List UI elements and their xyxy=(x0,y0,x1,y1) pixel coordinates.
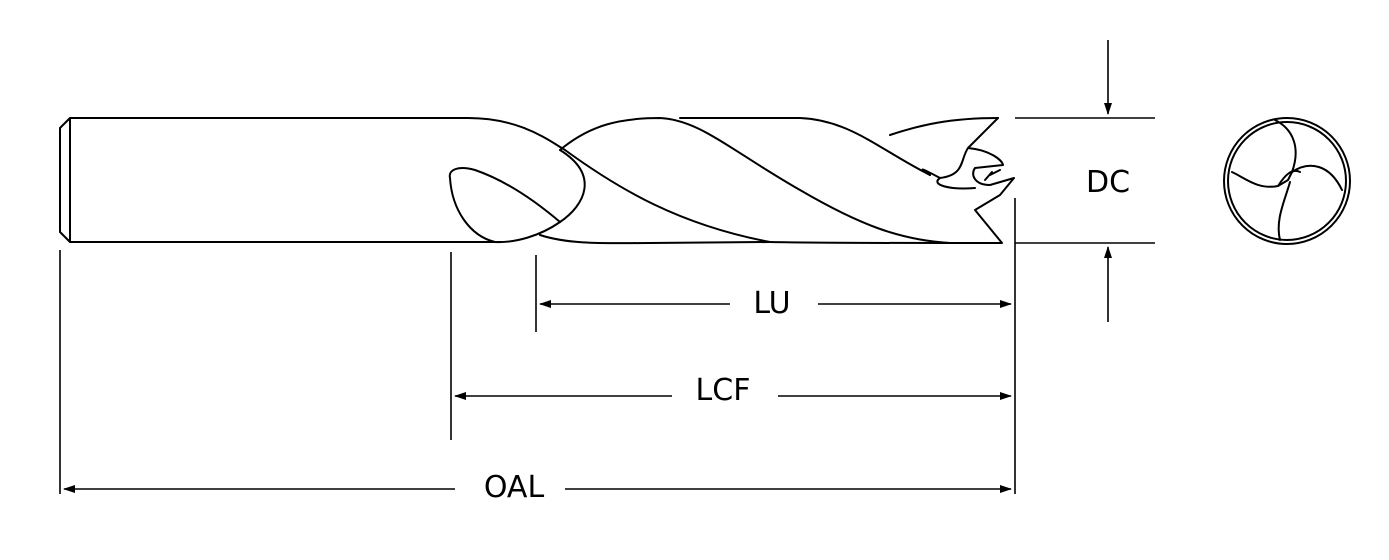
helix-land-1 xyxy=(564,149,771,243)
tip-detail xyxy=(984,169,1001,181)
helix-land-6 xyxy=(769,241,951,244)
end-view-flute-bottom xyxy=(1277,181,1291,241)
end-view-flute-top xyxy=(1274,119,1343,191)
oal-label: OAL xyxy=(479,473,549,503)
helix-land-2 xyxy=(559,149,586,223)
end-view-inner-circle xyxy=(1227,121,1347,241)
dimension-lines xyxy=(59,40,1155,494)
shank-transition xyxy=(467,117,566,151)
lu-label: LU xyxy=(749,289,795,319)
flute-pocket-1 xyxy=(448,167,561,244)
cutting-tip xyxy=(921,117,1015,244)
helix-land-5 xyxy=(679,117,931,176)
helix-land-3 xyxy=(559,117,951,244)
end-view-chisel xyxy=(1277,171,1293,187)
helix-land-7 xyxy=(889,117,999,136)
shank-outline xyxy=(59,117,501,243)
drill-end-view xyxy=(1223,117,1351,245)
lcf-label: LCF xyxy=(691,376,755,406)
drill-side-view xyxy=(59,117,1015,245)
end-view-outer-circle xyxy=(1223,117,1351,245)
helix-land-4 xyxy=(539,234,771,245)
dc-label: DC xyxy=(1081,168,1135,198)
